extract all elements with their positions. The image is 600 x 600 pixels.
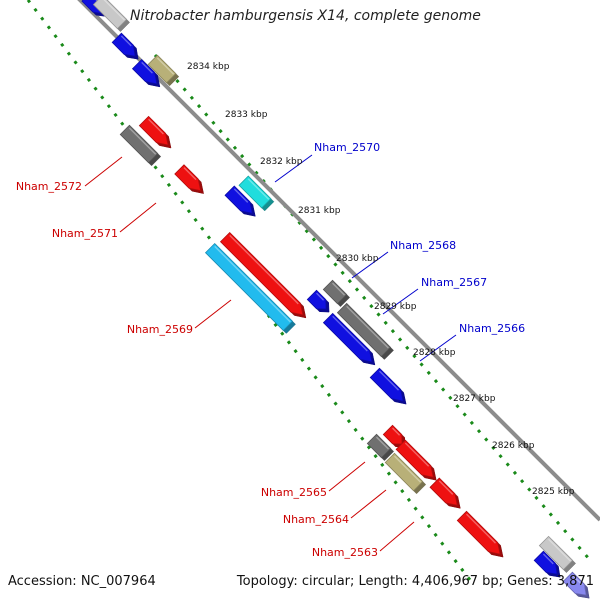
scale-label: 2832 kbp	[260, 157, 303, 167]
gene-label-nham_2566[interactable]: Nham_2566	[459, 322, 525, 335]
gene-g6[interactable]	[119, 124, 162, 167]
scale-label: 2826 kbp	[492, 441, 535, 451]
scale-label: 2830 kbp	[336, 254, 379, 264]
gene-g25[interactable]	[538, 535, 576, 573]
leader-line	[328, 461, 366, 492]
gene-g11[interactable]	[204, 242, 296, 334]
gene-g2[interactable]	[92, 0, 130, 32]
gene-g8[interactable]	[174, 164, 204, 194]
leader-line	[419, 334, 457, 362]
gene-g10[interactable]	[238, 175, 275, 212]
genes-layer	[81, 0, 590, 599]
leader-lines-layer	[84, 154, 457, 552]
gene-label-nham_2571[interactable]: Nham_2571	[52, 227, 118, 240]
gene-g14[interactable]	[322, 279, 351, 308]
scale-label: 2825 kbp	[532, 487, 575, 497]
genome-backbone	[77, 0, 600, 522]
leader-line	[84, 156, 123, 187]
gene-g4[interactable]	[131, 58, 161, 88]
gene-label-nham_2565[interactable]: Nham_2565	[261, 486, 327, 499]
gene-g12[interactable]	[219, 231, 307, 319]
leader-line	[119, 202, 157, 233]
gene-g16[interactable]	[336, 302, 394, 360]
gene-g9[interactable]	[224, 185, 256, 217]
leader-line	[382, 288, 419, 315]
scale-label: 2831 kbp	[298, 206, 341, 216]
labels-layer: 2834 kbp 2833 kbp 2832 kbp 2831 kbp 2830 kbp…	[16, 62, 575, 559]
scale-label: 2827 kbp	[453, 394, 496, 404]
accession-text: Accession: NC_007964	[8, 574, 156, 589]
gene-label-nham_2569[interactable]: Nham_2569	[127, 323, 193, 336]
gene-label-nham_2563[interactable]: Nham_2563	[312, 546, 378, 559]
gene-g22[interactable]	[429, 477, 461, 509]
gene-g3[interactable]	[111, 32, 139, 60]
gene-g17[interactable]	[369, 367, 407, 405]
scale-label: 2828 kbp	[413, 348, 456, 358]
gene-g24[interactable]	[533, 550, 561, 578]
gene-g18[interactable]	[366, 433, 395, 462]
gene-g20[interactable]	[384, 452, 427, 495]
gene-g23[interactable]	[456, 510, 504, 558]
leader-line	[351, 251, 389, 279]
gene-g5[interactable]	[147, 54, 180, 87]
gene-label-nham_2570[interactable]: Nham_2570	[314, 141, 380, 154]
gene-g13[interactable]	[306, 289, 330, 313]
gene-label-nham_2567[interactable]: Nham_2567	[421, 276, 487, 289]
scale-line-outer	[153, 54, 592, 561]
gene-g21[interactable]	[395, 439, 437, 481]
map-title: Nitrobacter hamburgensis X14, complete g…	[130, 8, 481, 24]
gene-label-nham_2572[interactable]: Nham_2572	[16, 180, 82, 193]
gene-g15[interactable]	[322, 312, 376, 366]
topology-summary-text: Topology: circular; Length: 4,406,967 bp…	[236, 574, 594, 589]
scale-label: 2834 kbp	[187, 62, 230, 72]
gene-label-nham_2568[interactable]: Nham_2568	[390, 239, 456, 252]
scale-label: 2833 kbp	[225, 110, 268, 120]
scale-label: 2829 kbp	[374, 302, 417, 312]
gene-g7[interactable]	[138, 115, 172, 149]
leader-line	[379, 521, 415, 552]
leader-line	[350, 489, 387, 519]
gene-label-nham_2564[interactable]: Nham_2564	[283, 513, 349, 526]
leader-line	[274, 154, 313, 183]
leader-line	[194, 299, 232, 329]
gene-g26[interactable]	[562, 571, 590, 599]
backbone-layer	[77, 0, 600, 522]
